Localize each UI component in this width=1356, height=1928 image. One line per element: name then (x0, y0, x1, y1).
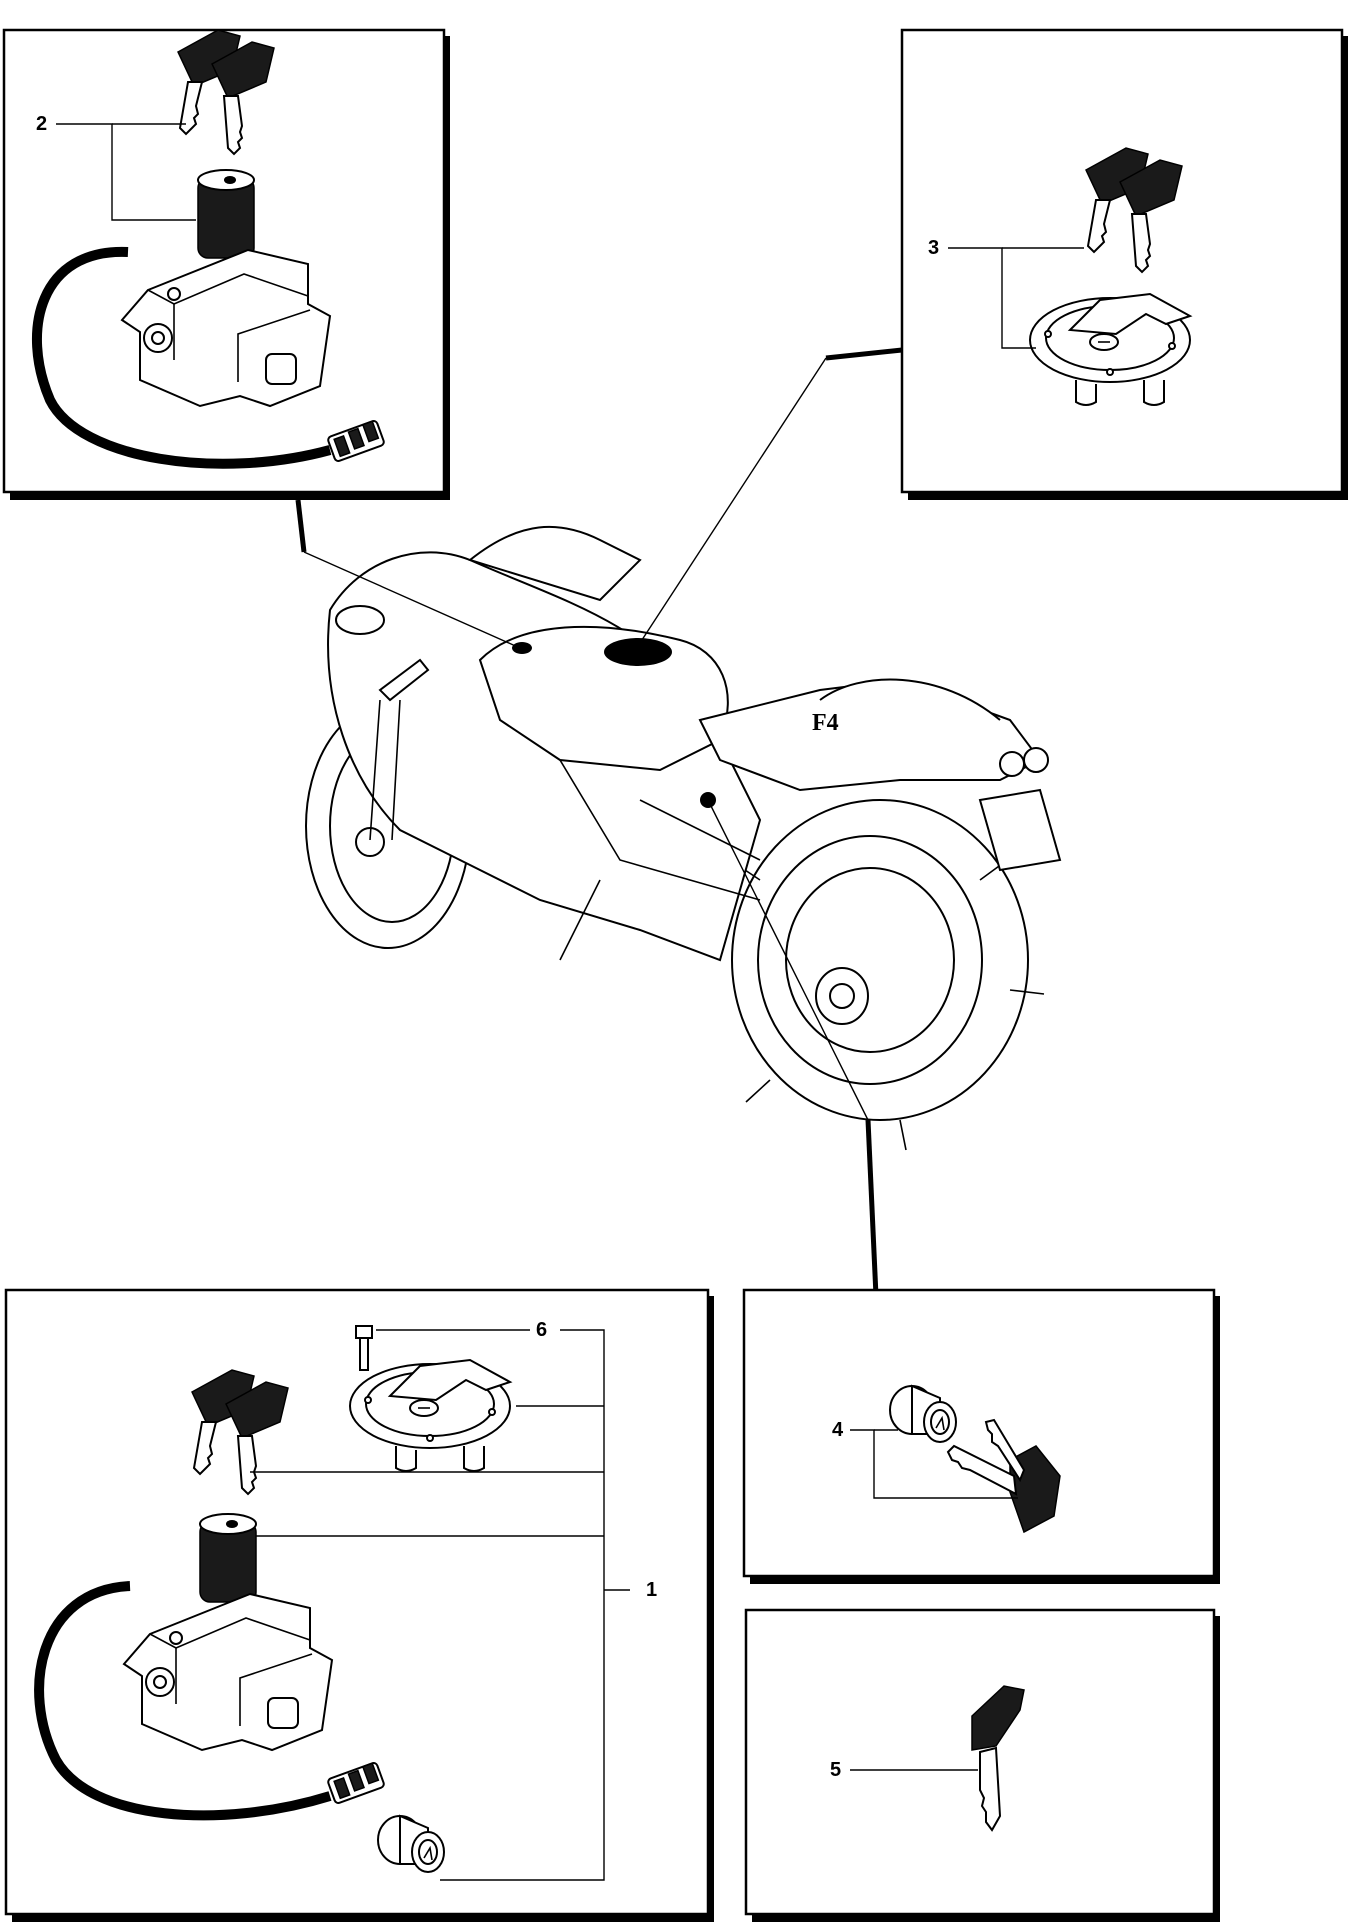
callout-2: 2 (36, 113, 47, 135)
panel-lock-set (4, 1288, 714, 1922)
connector-icon (327, 1762, 385, 1804)
leader-seatlock-location (707, 799, 869, 1121)
callout-5: 5 (830, 1759, 841, 1781)
leader-1-bracket (440, 1329, 605, 1881)
callout-4: 4 (832, 1419, 844, 1441)
callout-1: 1 (646, 1579, 657, 1601)
panel-seat-lock (742, 1288, 1220, 1584)
key-icon (971, 1685, 1025, 1832)
screw-icon (355, 1325, 373, 1371)
motorcycle-icon: F4 (305, 525, 1062, 1151)
key-icon (946, 1418, 1061, 1534)
wiring-harness (34, 1581, 332, 1821)
leader-3 (948, 247, 1036, 349)
callout-3: 3 (928, 237, 939, 259)
callout-6: 6 (536, 1319, 547, 1341)
connector-icon (327, 420, 385, 462)
tank-badge: F4 (812, 710, 839, 736)
wiring-harness (32, 246, 332, 469)
panel-key (744, 1608, 1220, 1922)
panel-fuel-cap (900, 28, 1348, 500)
leader-2 (56, 123, 196, 221)
leader-fuelcap-location (637, 357, 827, 647)
leader-ignition-location (303, 551, 521, 649)
leader-4 (850, 1429, 1018, 1499)
